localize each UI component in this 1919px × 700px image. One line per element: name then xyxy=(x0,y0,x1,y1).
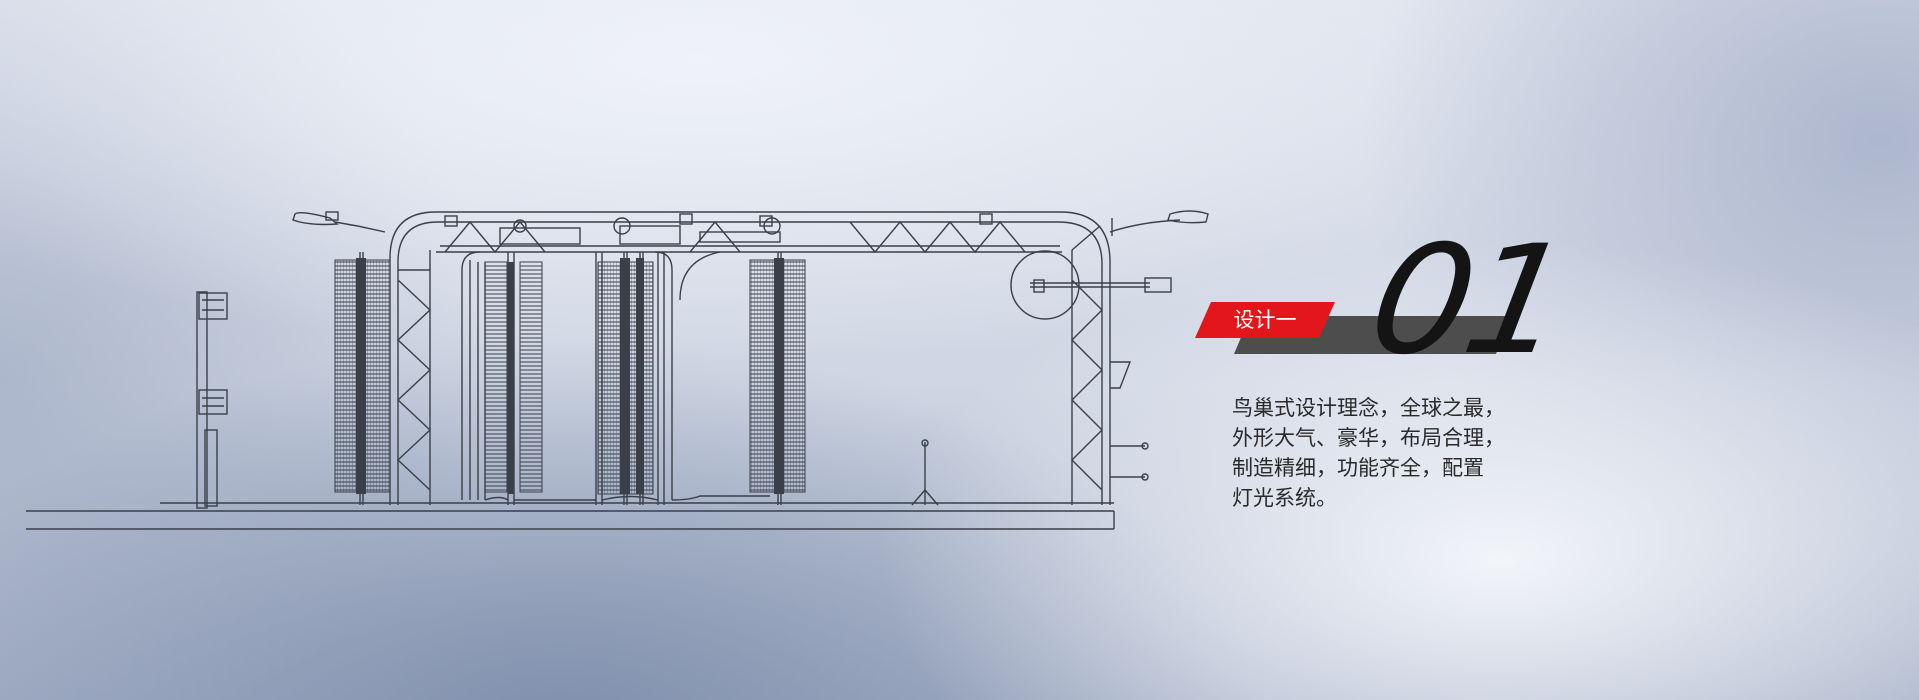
design-tag: 设计一 xyxy=(1195,302,1335,338)
design-number: 01 xyxy=(1357,214,1577,388)
description-line: 灯光系统。 xyxy=(1232,486,1337,510)
description-line: 外形大气、豪华，布局合理， xyxy=(1232,426,1505,450)
design-description: 鸟巢式设计理念，全球之最， 外形大气、豪华，布局合理， 制造精细，功能齐全，配置… xyxy=(1232,393,1562,513)
description-line: 制造精细，功能齐全，配置 xyxy=(1232,456,1484,480)
description-line: 鸟巢式设计理念，全球之最， xyxy=(1232,396,1505,420)
